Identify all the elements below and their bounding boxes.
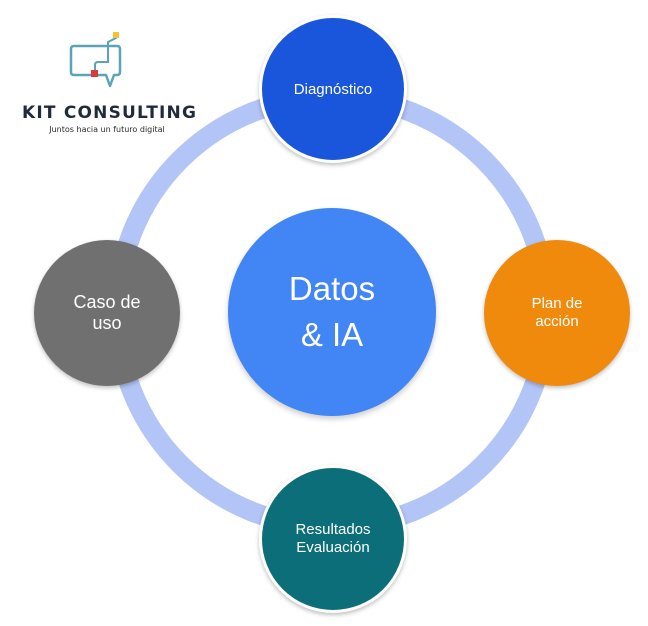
logo-title: KIT CONSULTING: [22, 103, 198, 123]
node-plan-de-accion-label: Plan de acción: [531, 295, 583, 330]
node-resultados-evaluacion: Resultados Evaluación: [259, 465, 407, 613]
node-diagnostico-label: Diagnóstico: [293, 80, 373, 98]
logo-tagline: Juntos hacia un futuro digital: [49, 125, 165, 134]
node-caso-de-uso-label: Caso de uso: [73, 292, 141, 333]
node-resultados-evaluacion-label: Resultados Evaluación: [295, 521, 371, 556]
node-diagnostico: Diagnóstico: [259, 15, 407, 163]
node-caso-de-uso: Caso de uso: [34, 240, 180, 386]
kit-consulting-logo: KIT CONSULTING Juntos hacia un futuro di…: [22, 30, 198, 140]
center-node-label: Datos & IA: [288, 270, 376, 353]
logo-mark-icon: [69, 32, 122, 88]
center-node-datos-ia: Datos & IA: [228, 208, 436, 416]
node-plan-de-accion: Plan de acción: [484, 240, 630, 386]
